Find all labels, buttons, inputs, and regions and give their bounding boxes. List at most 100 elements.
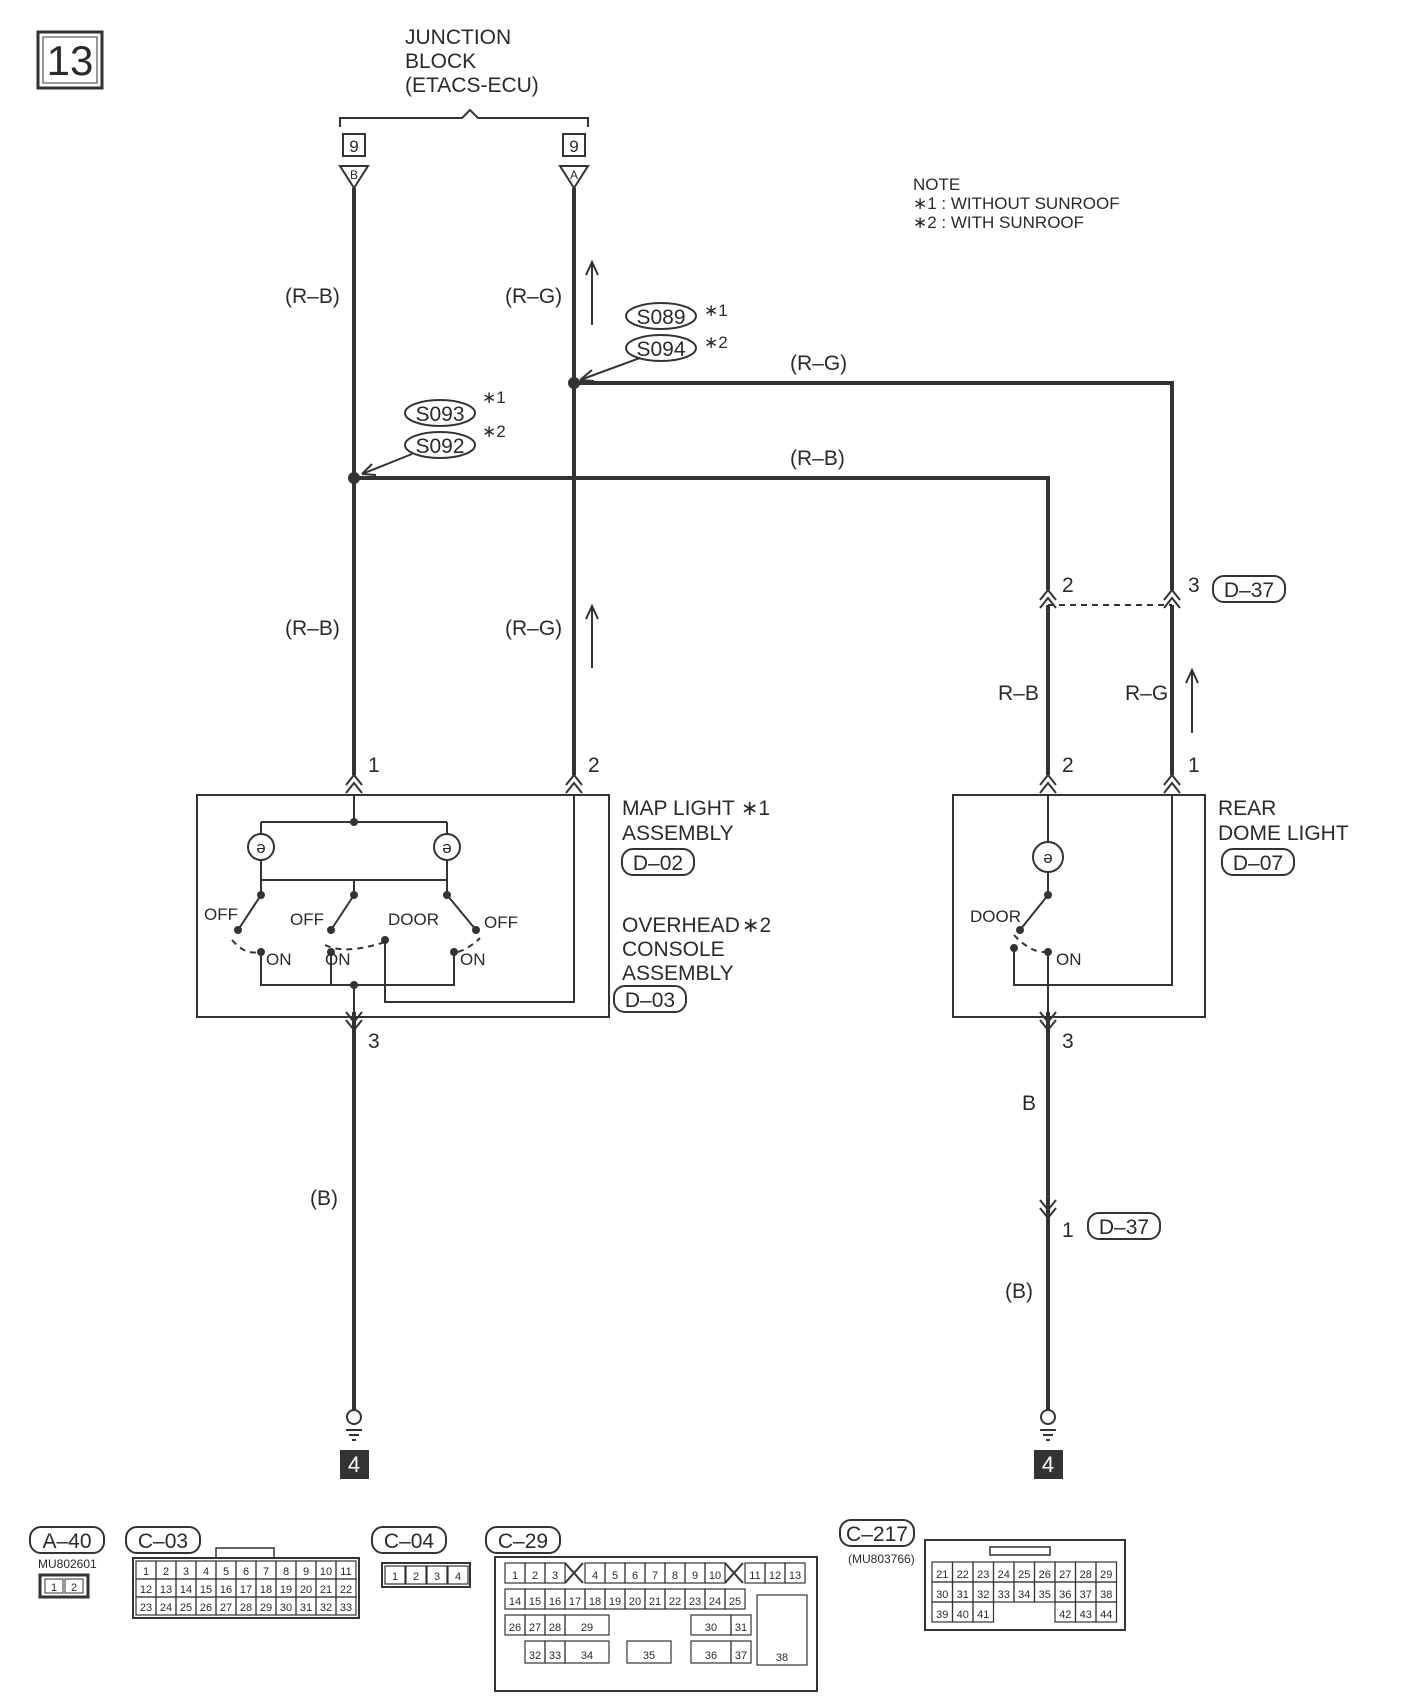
svg-text:3: 3 [1062,1030,1074,1053]
svg-text:3: 3 [1188,574,1200,597]
connector-pin-label: 2 [413,1571,419,1583]
svg-text:ON: ON [460,950,486,969]
connector-pin-cell [405,1565,427,1585]
connector-pin-label: 4 [455,1571,461,1583]
connector-pin-label: 26 [200,1602,212,1614]
wire-label-rb-top: (R–B) [285,285,340,308]
svg-text:∗2 : WITH SUNROOF: ∗2 : WITH SUNROOF [913,213,1084,232]
connector-pin-label: 20 [629,1596,641,1608]
svg-text:BLOCK: BLOCK [405,50,476,73]
svg-text:REAR: REAR [1218,797,1276,820]
connector-pin-label: 20 [300,1584,312,1596]
svg-text:MAP LIGHT∗1: MAP LIGHT∗1 [622,797,770,820]
connector-pin-cell [972,1601,995,1623]
svg-text:S093: S093 [415,403,464,426]
svg-text:CONSOLE: CONSOLE [622,938,725,961]
wire-rg-branch [574,381,1174,590]
connector-pin-label: 23 [977,1569,989,1581]
connector-pin-label: 37 [1080,1589,1092,1601]
rear-dome-light-box [952,794,1206,1018]
wire-label-rb-dome: R–B [998,682,1039,705]
connector-pin-label: 7 [652,1570,658,1582]
connector-pin-label: 10 [320,1566,332,1578]
svg-text:OFF: OFF [484,913,518,932]
connector-pin-label: 21 [649,1596,661,1608]
connector-d37-bottom: D–37 [1087,1212,1161,1240]
connector-pin-label: 4 [592,1570,598,1582]
connector-pin-label: 4 [203,1566,209,1578]
connector-pin-label: 18 [260,1584,272,1596]
ground-right-icon [1040,1409,1056,1441]
connector-pin-label: 36 [1059,1589,1071,1601]
connector-pin-cell [704,1562,726,1584]
connector-pin-label: 37 [735,1650,747,1662]
svg-text:ON: ON [1056,950,1082,969]
connector-pin-cell [730,1640,752,1664]
connector-pin-cell [784,1562,806,1584]
svg-text:1: 1 [368,754,380,777]
ground-ref-right: 4 [1034,1450,1063,1479]
svg-text:9: 9 [569,137,578,156]
connector-pin-cell [724,1588,746,1610]
connector-a40: A–40 MU802601 1 2 [29,1526,105,1599]
connector-pin-label: 6 [632,1570,638,1582]
connector-pin-label: 17 [240,1584,252,1596]
svg-text:DOOR: DOOR [388,910,439,929]
connector-pin-cell [1095,1601,1118,1623]
connector-pin-label: 15 [529,1596,541,1608]
svg-text:JUNCTION: JUNCTION [405,26,511,49]
svg-text:ON: ON [325,950,351,969]
connector-pin-label: 19 [280,1584,292,1596]
connector-pin-label: 42 [1059,1609,1071,1621]
connector-pin-label: 40 [957,1609,969,1621]
svg-text:OFF: OFF [204,905,238,924]
connector-pin-label: 5 [612,1570,618,1582]
connector-pin-label: 26 [1039,1569,1051,1581]
connector-pin-label: 8 [283,1566,289,1578]
connector-pin-label: 33 [998,1589,1010,1601]
svg-text:(MU803766): (MU803766) [848,1552,915,1566]
connector-pin-label: 28 [1080,1569,1092,1581]
connector-pin-label: 3 [434,1571,440,1583]
overhead-console-label: OVERHEAD∗2 CONSOLE ASSEMBLY D–03 [613,914,771,1013]
note-block: NOTE ∗1 : WITHOUT SUNROOF ∗2 : WITH SUNR… [913,175,1120,232]
connector-pin-label: 22 [340,1584,352,1596]
junction-terminal-right: 9 A [558,133,590,190]
svg-text:D–02: D–02 [633,852,683,875]
map-light-switch-labels: OFF OFF DOOR OFF ON ON ON [204,905,518,969]
wire-label-rg-branch: (R–G) [790,352,847,375]
connector-pin-label: 30 [936,1589,948,1601]
connector-pin-label: 27 [220,1602,232,1614]
connector-pin-label: 22 [957,1569,969,1581]
connector-pin-label: 17 [569,1596,581,1608]
connector-pin-label: 23 [140,1602,152,1614]
connector-blank-pin [564,1562,584,1584]
svg-text:∗2: ∗2 [482,422,506,441]
connector-pin-label: 25 [180,1602,192,1614]
splice-dot-rb [348,472,360,484]
wire-label-rb-branch: (R–B) [790,447,845,470]
connector-pin-label: 34 [1018,1589,1030,1601]
svg-text:D–07: D–07 [1233,852,1283,875]
svg-text:S092: S092 [415,435,464,458]
svg-text:A: A [570,168,578,182]
svg-text:C–03: C–03 [138,1530,188,1553]
connector-pin-label: 39 [936,1609,948,1621]
svg-text:C–29: C–29 [498,1530,548,1553]
connector-pin-label: 30 [705,1622,717,1634]
connector-pin-label: 24 [709,1596,721,1608]
svg-text:OVERHEAD∗2: OVERHEAD∗2 [622,914,771,937]
connector-pin-label: 15 [200,1584,212,1596]
connector-pin-label: 38 [1100,1589,1112,1601]
junction-terminal-left: 9 B [338,133,370,190]
splice-s092: S092 ∗2 [404,422,506,459]
connector-pin-label: 12 [140,1584,152,1596]
svg-text:NOTE: NOTE [913,175,960,194]
connector-pin-label: 7 [263,1566,269,1578]
svg-text:4: 4 [348,1452,360,1477]
splice-s089: S089 ∗1 [625,301,728,330]
svg-text:3: 3 [368,1030,380,1053]
svg-text:ə: ə [442,838,451,857]
